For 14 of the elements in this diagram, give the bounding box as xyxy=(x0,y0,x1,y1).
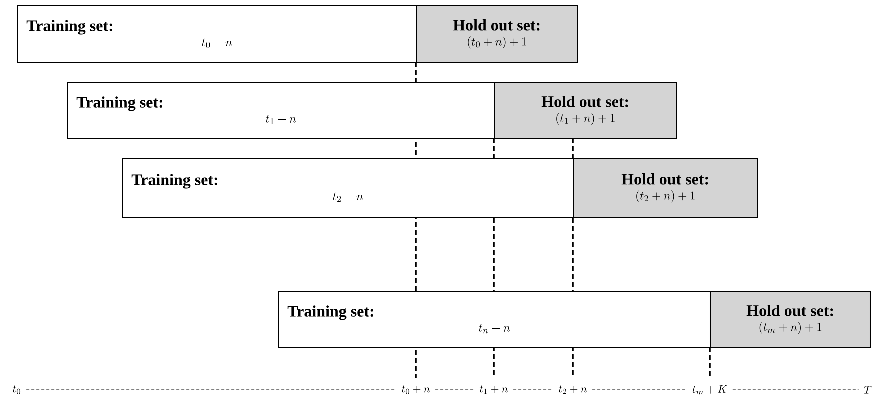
hold-out-set-box: Hold out set: $(t_0 + n) + 1$ xyxy=(416,5,578,64)
hold-out-set-box: Hold out set: $(t_2 + n) + 1$ xyxy=(573,158,758,218)
axis-label: $t_2 + n$ xyxy=(558,386,588,394)
axis-label: $T$ xyxy=(864,386,872,394)
axis-label: $t_0$ xyxy=(12,386,21,394)
hold-out-set-box: Hold out set: $(t_1 + n) + 1$ xyxy=(494,82,678,140)
axis-label: $t_0 + n$ xyxy=(402,386,430,394)
axis-label: $t_1 + n$ xyxy=(480,386,508,394)
training-set-box: Training set: $t_n + n$ xyxy=(278,290,712,348)
training-set-box: Training set: $t_2 + n$ xyxy=(122,158,574,218)
hold-out-set-box: Hold out set: $(t_m + n) + 1$ xyxy=(710,290,872,348)
training-set-box: Training set: $t_0 + n$ xyxy=(17,5,418,64)
axis-label: $t_m + K$ xyxy=(692,385,728,395)
training-set-box: Training set: $t_1 + n$ xyxy=(67,82,496,140)
